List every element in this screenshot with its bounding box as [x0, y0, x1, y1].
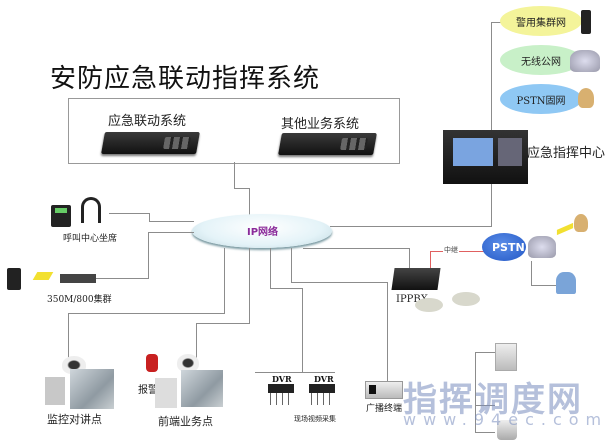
- trunking-base-icon: [60, 274, 96, 283]
- lightning-icon: [32, 272, 54, 280]
- lightning-icon: [556, 222, 574, 236]
- alarm-light-icon: [146, 354, 158, 372]
- intercom-panel-icon: [155, 378, 177, 408]
- service-scene-image: [181, 370, 223, 407]
- dvr-inputs-icon: [311, 393, 333, 405]
- pstn-label: PSTN: [492, 241, 525, 254]
- horn-speaker-icon: [497, 420, 517, 440]
- ip-network-cloud: [192, 214, 332, 248]
- network-wireless-public: 无线公网: [500, 45, 582, 75]
- server-icon: [278, 133, 377, 155]
- operator-icon: [556, 272, 576, 294]
- base-station-icon: [528, 236, 556, 258]
- server-icon: [101, 132, 200, 154]
- dvr-icon: [268, 384, 294, 393]
- monitor-intercom-label: 监控对讲点: [47, 413, 102, 426]
- dvr-inputs-icon: [270, 393, 292, 405]
- dvr-label-right: DVR: [314, 374, 334, 384]
- watermark-url: www.94ec.com: [403, 410, 608, 429]
- command-center-image: [443, 130, 528, 184]
- radio-icon: [7, 268, 21, 290]
- desk-phone-icon: [51, 205, 71, 227]
- speaker-box-icon: [495, 343, 517, 371]
- headset-icon: [81, 197, 101, 223]
- system-label-other: 其他业务系统: [281, 117, 360, 132]
- ip-network-label: IP网络: [247, 227, 279, 238]
- call-center-label: 呼叫中心坐席: [63, 234, 118, 244]
- phone-icon: [415, 298, 443, 312]
- pstn-cloud: [482, 233, 526, 261]
- dome-camera-icon: [177, 354, 199, 372]
- diagram-title: 安防应急联动指挥系统: [50, 64, 321, 94]
- alarm-light-label: 报警灯: [138, 385, 168, 396]
- trunking-label: 350M/800集群: [47, 295, 112, 305]
- video-capture-label: 现场视频采集: [294, 415, 336, 423]
- phone-icon: [452, 292, 480, 306]
- system-label-emergency: 应急联动系统: [108, 114, 187, 129]
- frontend-service-label: 前端业务点: [158, 415, 213, 428]
- broadcast-terminal-icon: [365, 381, 403, 399]
- intercom-panel-icon: [45, 377, 65, 405]
- ippbx-label: IPPBX: [396, 294, 428, 305]
- monitor-scene-image: [70, 369, 114, 409]
- person-icon: [574, 214, 588, 232]
- ippbx-device-icon: [391, 268, 441, 290]
- command-center-label: 应急指挥中心: [527, 146, 606, 161]
- person-icon: [578, 88, 594, 108]
- dvr-icon: [309, 384, 335, 393]
- trunk-label: 中继: [443, 245, 459, 255]
- radio-icon: [581, 10, 591, 34]
- dvr-label-left: DVR: [272, 374, 292, 384]
- network-pstn-fixed: PSTN固网: [500, 84, 582, 114]
- broadcast-terminal-label: 广播终端: [366, 404, 403, 414]
- base-station-icon: [570, 50, 600, 72]
- watermark-text: 指挥调度网: [403, 380, 583, 420]
- network-police-trunk: 警用集群网: [500, 6, 582, 36]
